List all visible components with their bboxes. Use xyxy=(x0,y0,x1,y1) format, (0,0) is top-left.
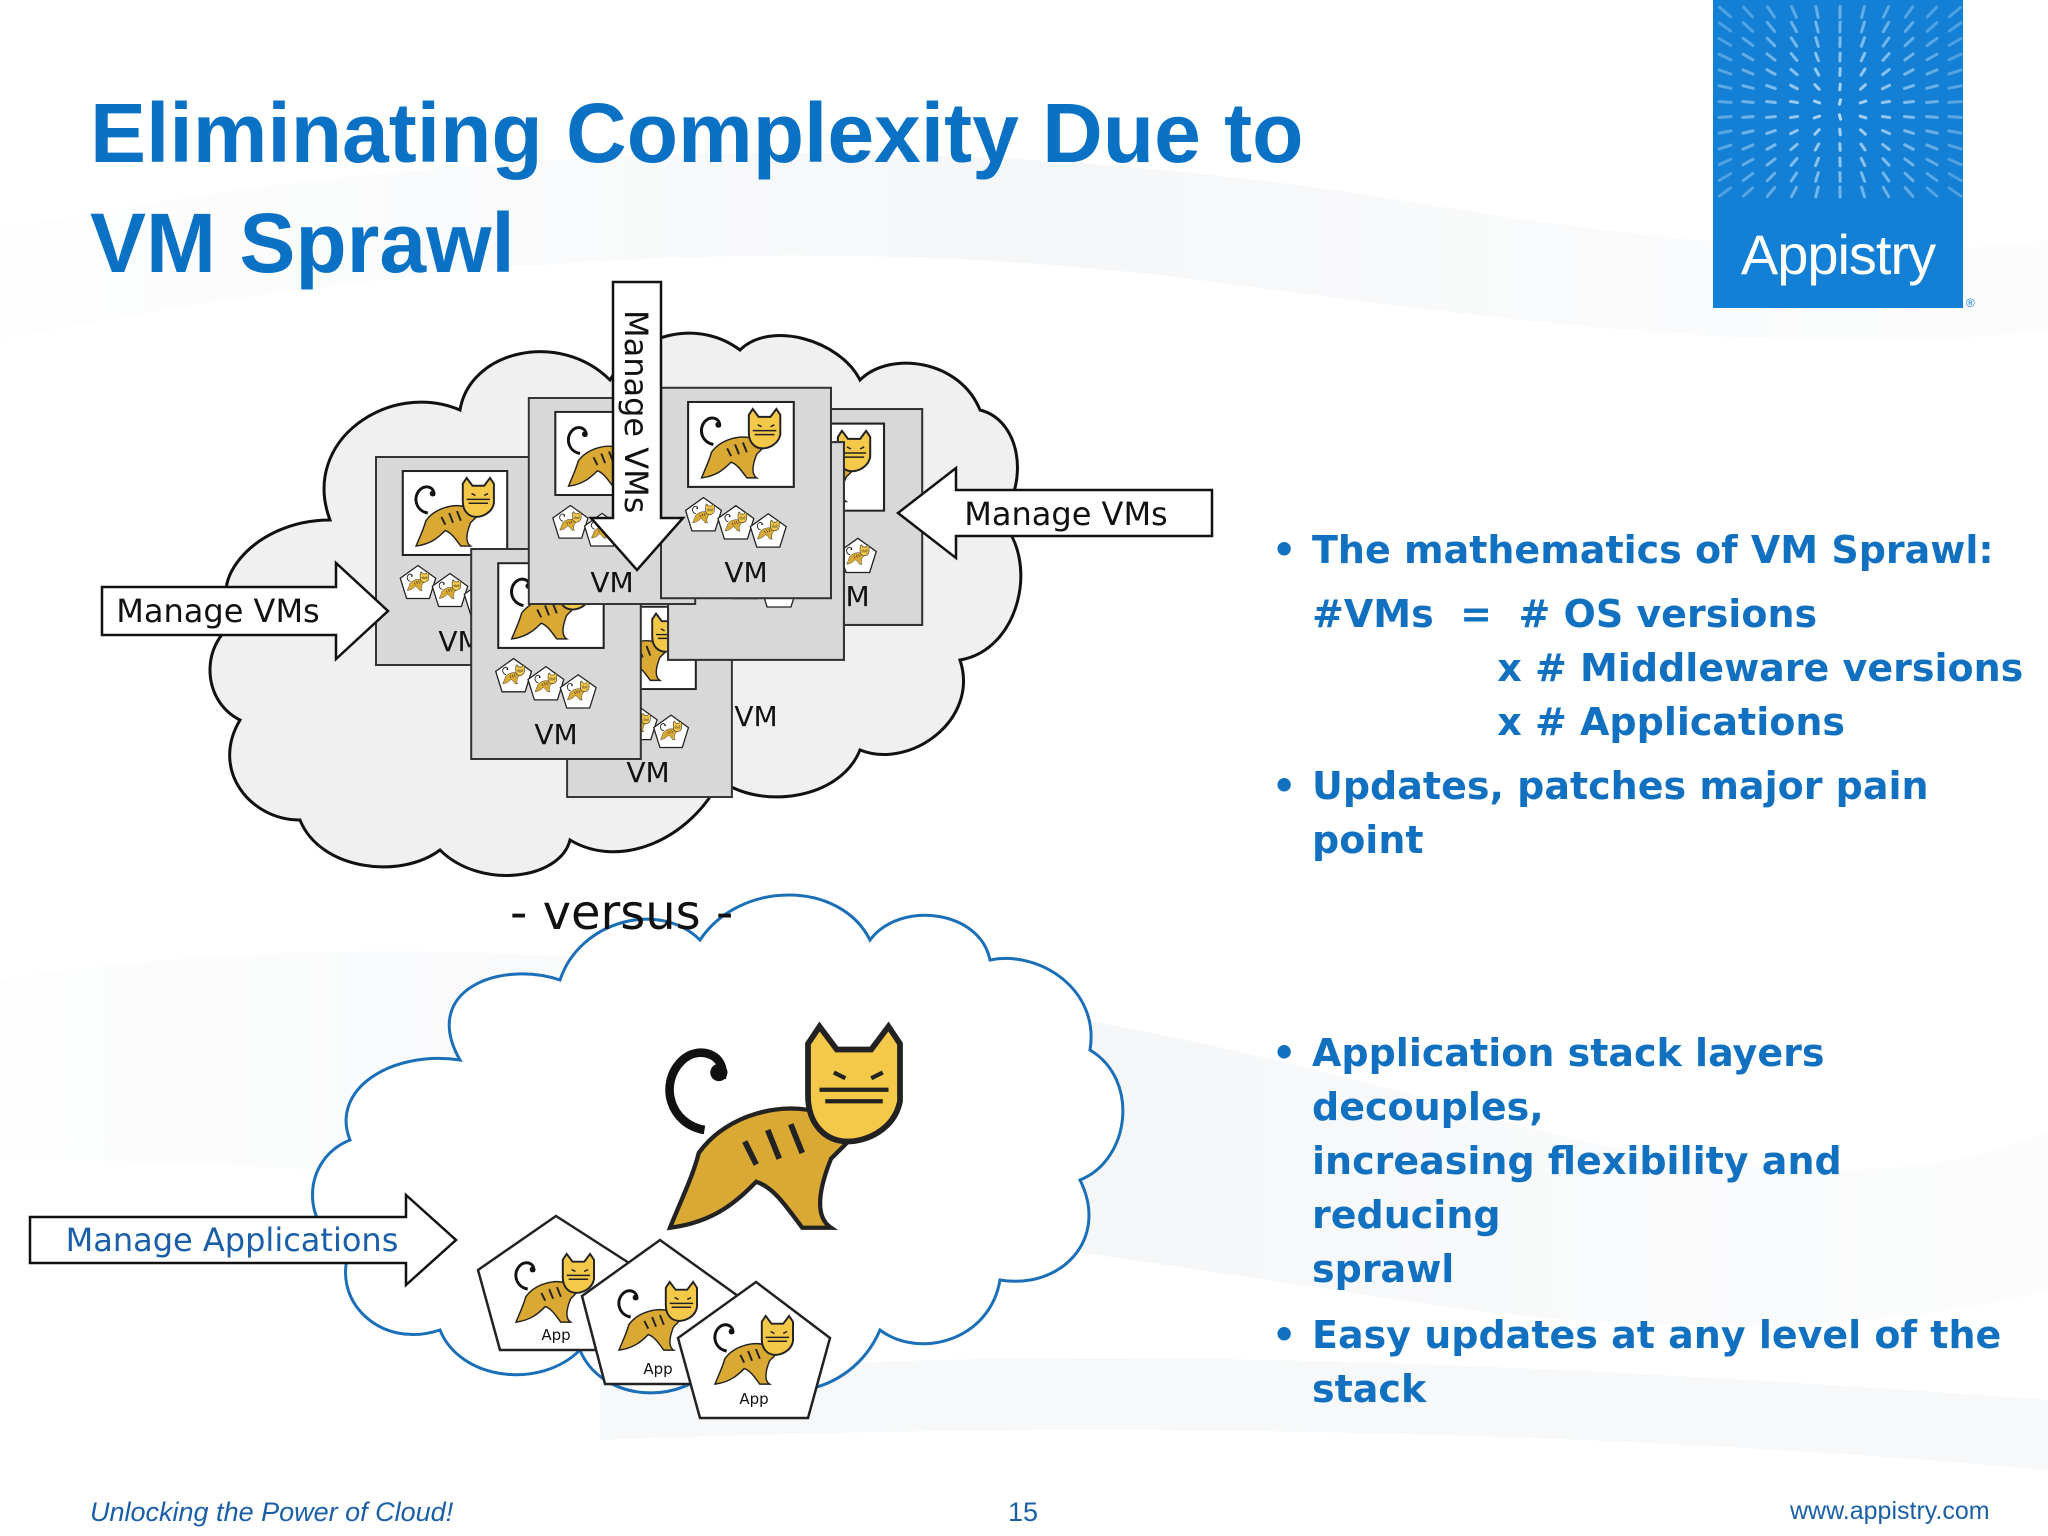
formula-line-2: x # Middleware versions xyxy=(1312,646,2024,690)
vm-box: VM xyxy=(567,593,732,797)
slide-title: Eliminating Complexity Due to VM Sprawl xyxy=(90,78,1590,298)
app-icons: App App App xyxy=(476,1214,832,1420)
app-label-1: App xyxy=(541,1326,570,1344)
vm-label: VM xyxy=(590,566,633,599)
bullet-dot: • xyxy=(1272,1313,1297,1357)
bullet-text: The mathematics of VM Sprawl: xyxy=(1312,528,1994,572)
bullet-line: Application stack layers decouples, xyxy=(1312,1031,1825,1129)
vm-label: VM xyxy=(626,756,669,789)
vm-label: VM xyxy=(724,556,767,589)
arrow-manage-vms-top: Manage VMs xyxy=(588,280,686,572)
app-label-2: App xyxy=(643,1360,672,1378)
bullet-text: Updates, patches major pain point xyxy=(1312,764,1929,862)
formula: #VMs = # OS versions x # Middleware vers… xyxy=(1272,587,2032,749)
bullet-item: • The mathematics of VM Sprawl: xyxy=(1272,523,2032,577)
formula-line-3: x # Applications xyxy=(1312,700,1846,744)
title-line-1: Eliminating Complexity Due to xyxy=(90,86,1304,180)
arrow-manage-applications: Manage Applications xyxy=(28,1192,458,1288)
bullet-text: Easy updates at any level of the stack xyxy=(1312,1313,2002,1411)
logo-registered-mark: ® xyxy=(1966,296,1975,310)
vm-box: VM xyxy=(668,442,844,733)
vm-label: VM xyxy=(534,718,577,751)
bullet-list-top: • The mathematics of VM Sprawl: #VMs = #… xyxy=(1272,523,2032,867)
bullet-dot: • xyxy=(1272,528,1297,572)
bullet-line: sprawl xyxy=(1312,1247,1455,1291)
bullet-item: • Application stack layers decouples, in… xyxy=(1272,1026,2032,1296)
arrow-manage-vms-right: Manage VMs xyxy=(895,465,1214,561)
app-label-3: App xyxy=(739,1390,768,1408)
arrow-manage-applications-label: Manage Applications xyxy=(66,1221,399,1259)
logo-dot-pattern xyxy=(1717,5,1963,199)
bullet-item: • Updates, patches major pain point xyxy=(1272,759,2032,867)
arrow-top-label: Manage VMs xyxy=(617,310,655,513)
appistry-logo: Appistry xyxy=(1713,0,1963,308)
arrow-manage-vms-left: Manage VMs xyxy=(100,560,390,662)
bullet-list-bottom: • Application stack layers decouples, in… xyxy=(1272,1026,2032,1416)
footer-tagline: Unlocking the Power of Cloud! xyxy=(90,1497,454,1527)
arrow-right-label: Manage VMs xyxy=(964,495,1167,533)
bullet-dot: • xyxy=(1272,764,1297,808)
bullet-dot: • xyxy=(1272,1031,1297,1075)
footer-url: www.appistry.com xyxy=(1790,1497,1990,1525)
formula-line-1: #VMs = # OS versions xyxy=(1312,592,1818,636)
arrow-left-label: Manage VMs xyxy=(116,592,319,630)
vm-box: VM xyxy=(661,388,831,598)
vm-box: VM xyxy=(529,398,695,604)
versus-label: - versus - xyxy=(510,885,734,941)
page-number: 15 xyxy=(1008,1497,1039,1527)
app-pentagon-3: App xyxy=(676,1280,832,1420)
title-line-2: VM Sprawl xyxy=(90,196,515,290)
bullet-line: increasing flexibility and reducing xyxy=(1312,1139,1842,1237)
vm-label: VM xyxy=(734,700,777,733)
vm-box: VM xyxy=(471,549,641,759)
logo-text: Appistry xyxy=(1740,223,1936,286)
bullet-item: • Easy updates at any level of the stack xyxy=(1272,1308,2032,1416)
